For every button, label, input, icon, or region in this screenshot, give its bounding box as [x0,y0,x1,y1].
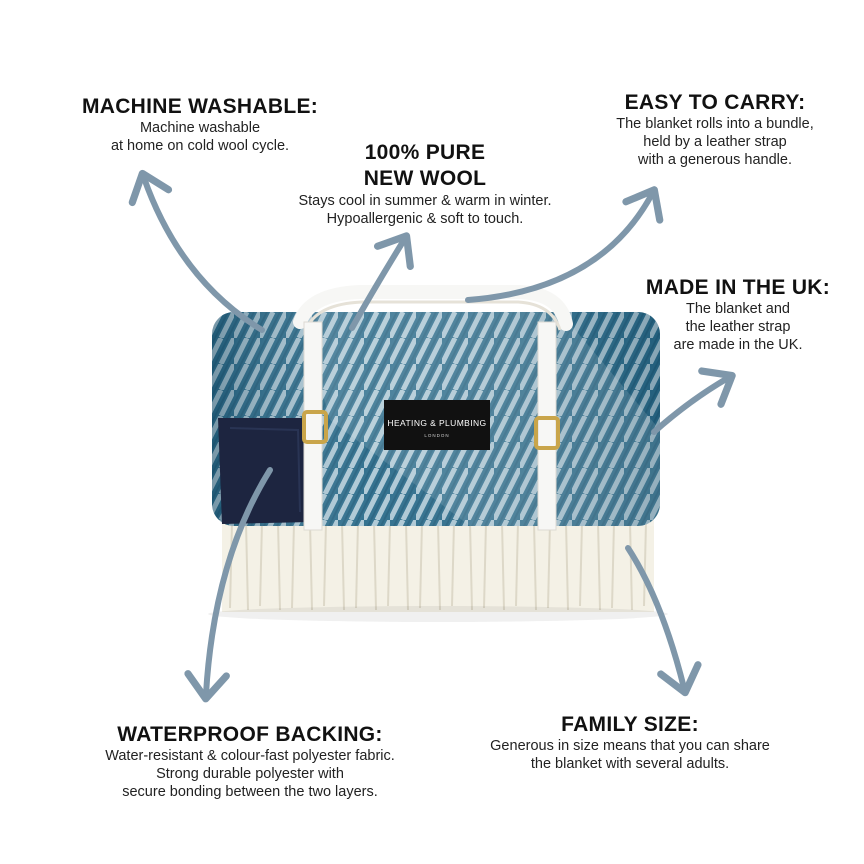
feature-desc-line: Stays cool in summer & warm in winter. [298,193,552,209]
feature-pure-wool: 100% PURE NEW WOOL Stays cool in summer … [250,140,600,228]
arrow-made-uk [651,367,736,435]
feature-desc-line: held by a leather strap [643,134,787,150]
feature-family-size: FAMILY SIZE: Generous in size means that… [450,712,810,773]
leather-strap-right [534,321,560,531]
feature-made-in-uk: MADE IN THE UK: The blanket and the leat… [618,275,858,354]
brand-label-city: LONDON [424,433,449,438]
blanket-fringe [222,520,654,612]
arrow-pure-wool [349,232,414,331]
feature-desc-line: Generous in size means that you can shar… [490,738,770,754]
feature-desc-line: Machine washable [139,120,261,136]
feature-title: MADE IN THE UK: [645,276,831,299]
feature-desc-line: are made in the UK. [673,337,803,353]
feature-title: EASY TO CARRY: [624,91,806,114]
feature-machine-washable: MACHINE WASHABLE: Machine washable at ho… [40,94,360,155]
feature-waterproof-backing: WATERPROOF BACKING: Water-resistant & co… [40,722,460,801]
brand-label-text: HEATING & PLUMBING [387,418,486,428]
feature-desc-line: the leather strap [685,319,791,335]
feature-easy-to-carry: EASY TO CARRY: The blanket rolls into a … [580,90,850,169]
feature-desc-line: Hypoallergenic & soft to touch. [326,211,524,227]
arrow-machine-washable [128,169,265,333]
buckle-icon [302,410,328,444]
feature-desc-line: the blanket with several adults. [530,756,730,772]
leather-strap-left [302,321,328,531]
feature-desc-line: Water-resistant & colour-fast polyester … [105,748,395,764]
feature-desc-line: The blanket rolls into a bundle, [616,116,814,132]
feature-title: FAMILY SIZE: [561,713,699,736]
arrow-easy-carry [465,186,664,303]
feature-desc-line: secure bonding between the two layers. [122,784,378,800]
arrow-waterproof [184,467,273,703]
feature-desc-line: at home on cold wool cycle. [110,138,290,154]
leather-handle [293,285,573,331]
feature-title-line: NEW WOOL [363,167,487,190]
waterproof-backing-flap [218,418,312,524]
feature-title: MACHINE WASHABLE: [81,95,319,118]
feature-desc-line: Strong durable polyester with [156,766,344,782]
feature-desc-line: with a generous handle. [638,152,792,168]
feature-desc-line: The blanket and [686,301,790,317]
callout-arrows [128,169,736,703]
feature-title: WATERPROOF BACKING: [117,723,383,746]
brand-label: HEATING & PLUMBING LONDON [384,400,490,450]
arrow-family-size [625,545,702,697]
buckle-icon [534,416,560,450]
feature-title-line: 100% PURE [364,141,486,164]
